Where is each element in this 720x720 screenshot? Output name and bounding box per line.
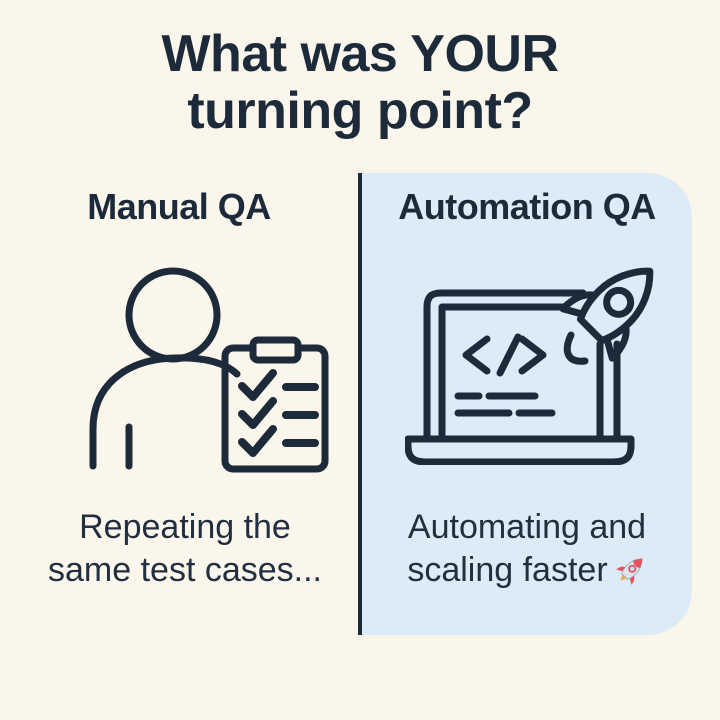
automation-caption-line-1: Automating and	[407, 508, 647, 546]
checkmark-icon	[238, 397, 277, 429]
manual-caption-line-2: same test cases...	[48, 551, 322, 589]
column-header-manual: Manual QA	[87, 186, 271, 227]
rocket-exhaust-swoosh	[563, 331, 589, 365]
manual-caption: Repeating the same test cases...	[5, 506, 365, 592]
rocket-window	[603, 286, 635, 318]
page-title-line-1: What was YOUR	[161, 25, 559, 83]
person-with-checklist-icon	[85, 261, 330, 478]
checklist-rows	[238, 369, 319, 457]
automation-caption: Automating and scaling faster 🚀	[362, 506, 692, 596]
page-title-line-2: turning point?	[187, 82, 533, 140]
rocket-emoji-char: 🚀	[647, 553, 648, 554]
clipboard-clip	[249, 336, 302, 364]
automation-panel	[362, 173, 692, 635]
automation-caption-line-2: scaling faster 🚀	[362, 549, 692, 596]
column-header-automation: Automation QA	[398, 186, 656, 227]
person-torso	[89, 354, 241, 470]
page-title: What was YOUR turning point?	[0, 26, 720, 140]
laptop-code-with-rocket-icon	[404, 260, 670, 470]
clipboard	[221, 344, 329, 473]
column-divider	[358, 173, 362, 635]
code-brackets-icon	[462, 333, 547, 377]
checkmark-icon	[238, 425, 277, 457]
laptop-base	[404, 435, 635, 466]
laptop-screen	[438, 303, 569, 441]
manual-caption-line-1: Repeating the	[79, 508, 291, 546]
automation-caption-line-2-text: scaling faster	[407, 551, 608, 589]
checkmark-icon	[238, 369, 277, 401]
rocket-outline-icon	[559, 267, 654, 362]
rocket-emoji-icon: 🚀	[615, 553, 648, 596]
rocket-fin-left	[559, 291, 599, 318]
rocket-fin-right	[603, 322, 630, 362]
code-lines	[454, 392, 556, 417]
laptop-outer-frame	[423, 289, 587, 443]
person-head	[125, 267, 221, 363]
